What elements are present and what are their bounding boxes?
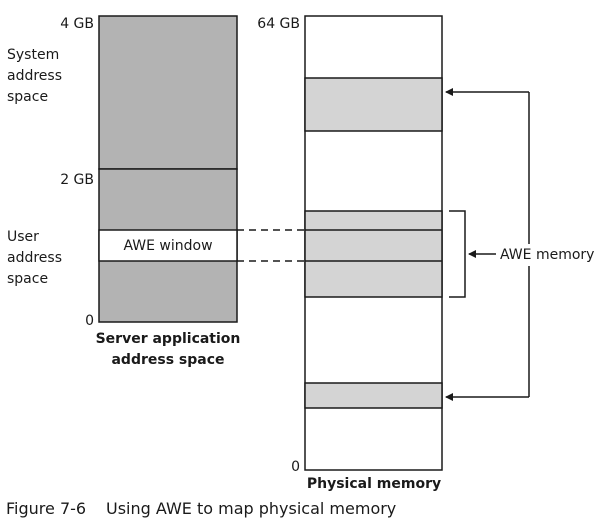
server-tick-4gb: 4 GB xyxy=(60,16,94,32)
user-address-space-label: User address space xyxy=(7,229,63,287)
physical-tick-0: 0 xyxy=(291,459,300,475)
server-address-space-column xyxy=(98,15,238,323)
awe-memory-bracket xyxy=(449,210,466,298)
awe-window-label: AWE window xyxy=(123,238,213,254)
physical-block-bottom xyxy=(304,382,443,409)
physical-tick-64gb: 64 GB xyxy=(257,16,300,32)
physical-caption: Physical memory xyxy=(306,476,442,492)
server-tick-0: 0 xyxy=(85,313,94,329)
system-address-space-label: System address space xyxy=(7,47,63,105)
server-tick-2gb: 2 GB xyxy=(60,172,94,188)
awe-window-box xyxy=(98,229,238,262)
figure-number: Figure 7-6 xyxy=(6,499,87,518)
figure-title: Using AWE to map physical memory xyxy=(106,499,397,518)
physical-block-middle xyxy=(304,210,443,298)
physical-block-top xyxy=(304,77,443,132)
server-caption: Server application address space xyxy=(92,329,244,371)
awe-memory-label: AWE memory xyxy=(500,247,595,263)
server-caption-line-2: address space xyxy=(111,352,225,368)
server-caption-line-1: Server application xyxy=(95,331,241,347)
system-address-region xyxy=(98,15,238,170)
physical-memory-column xyxy=(304,15,443,471)
